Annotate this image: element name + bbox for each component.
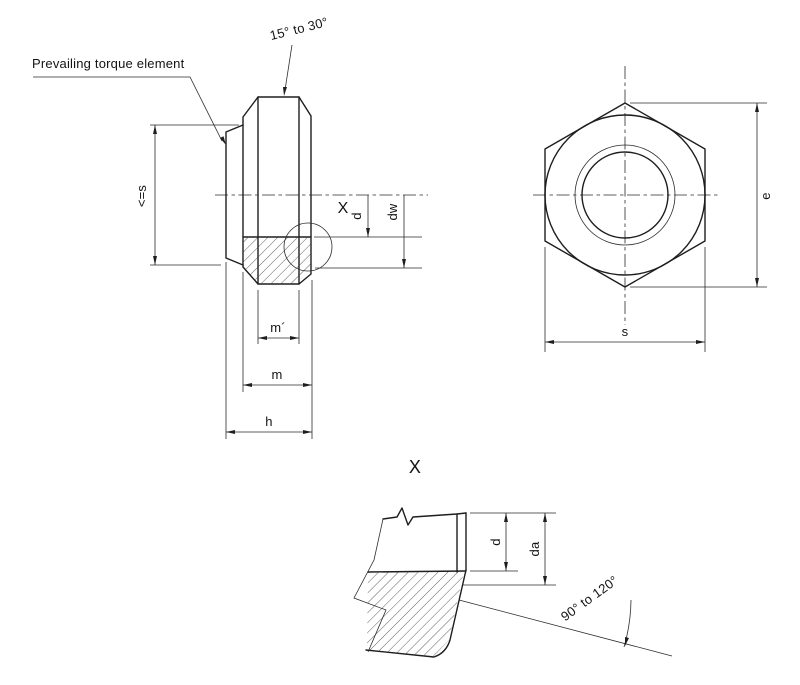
- dim-e: e: [630, 102, 773, 288]
- dim-d-label: d: [349, 212, 364, 219]
- detail-dim-d: d: [470, 512, 556, 572]
- detail-break-line: [353, 518, 387, 653]
- dim-h-arrow-left: [226, 430, 235, 434]
- dim-m-lines: [242, 272, 313, 439]
- prevailing-torque-label: Prevailing torque element: [32, 56, 185, 71]
- detail-bore-walls: [456, 512, 467, 573]
- dim-h-lines: [225, 262, 312, 439]
- dim-s-label: s: [622, 324, 629, 339]
- front-view-centerlines: [533, 66, 718, 325]
- dim-m-eff-arrow-right: [290, 336, 299, 340]
- dim-dw-lines: [315, 195, 422, 269]
- dim-m-label: m: [271, 367, 282, 382]
- dim-e-label: e: [758, 192, 773, 199]
- dim-h-label: h: [265, 414, 272, 429]
- callout-prevailing-torque: Prevailing torque element: [32, 56, 226, 145]
- detail-dim-da-label: da: [527, 541, 542, 556]
- dim-h: h: [225, 262, 312, 439]
- dim-m: m: [242, 272, 313, 439]
- thread-major-circle: [574, 144, 676, 246]
- prevailing-leader-arrow: [220, 136, 226, 145]
- chamfer-leader-arrow: [283, 87, 287, 96]
- detail-section-hatch: [367, 571, 464, 656]
- front-view: e s: [533, 66, 773, 352]
- detail-step-line: [367, 570, 467, 573]
- prevailing-leader-line: [33, 76, 223, 142]
- detail-dim-da: da: [463, 513, 556, 586]
- dim-s-max-arrow-top: [153, 125, 157, 134]
- dim-e-arrow-bottom: [755, 278, 759, 287]
- dim-s-arrow-left: [545, 340, 554, 344]
- detail-dim-da-arrow-bottom: [543, 576, 547, 585]
- dim-m-eff-arrow-left: [258, 336, 267, 340]
- detail-title-label: X: [409, 457, 421, 477]
- detail-dim-da-arrow-top: [543, 513, 547, 522]
- dim-dw-arrow: [402, 259, 406, 268]
- dim-s-lines: [544, 247, 706, 352]
- dim-s-max: <=s: [134, 124, 239, 266]
- dim-e-lines: [630, 102, 767, 288]
- detail-dim-d-arrow-bottom: [504, 562, 508, 571]
- angle-arc: [623, 599, 632, 648]
- section-hatch: [243, 237, 311, 284]
- detail-marker-circle: [283, 222, 333, 272]
- dim-s-arrow-right: [696, 340, 705, 344]
- dim-m-arrow-left: [243, 383, 252, 387]
- detail-ref-label: X: [338, 200, 349, 217]
- prevailing-cap-outline: [225, 124, 244, 266]
- dim-h-arrow-right: [303, 430, 312, 434]
- dim-s-max-label: <=s: [134, 185, 149, 208]
- side-view: X Prevailing torque element 15° to 30° <…: [32, 14, 428, 439]
- dim-m-eff-label: m´: [270, 320, 286, 335]
- hex-outline: [544, 102, 706, 288]
- dim-m-eff: m´: [257, 290, 300, 344]
- dim-e-arrow-top: [755, 103, 759, 112]
- dim-dw-label: dw: [385, 203, 400, 220]
- dim-s: s: [544, 247, 706, 352]
- chamfer-leader-line: [284, 44, 293, 91]
- dim-m-arrow-right: [303, 383, 312, 387]
- angle-construction-line: [458, 599, 673, 657]
- detail-chamfer-edge: [365, 569, 467, 658]
- chamfer-circle: [544, 114, 706, 276]
- thread-bore-circle: [581, 151, 669, 239]
- dim-dw: dw: [315, 195, 422, 269]
- detail-dim-d-label: d: [488, 538, 503, 545]
- dim-d-arrow: [366, 228, 370, 237]
- detail-dim-da-lines: [463, 513, 556, 586]
- dim-s-max-arrow-bottom: [153, 256, 157, 265]
- dim-s-max-lines: [150, 124, 239, 266]
- angle-arc-arrow: [625, 637, 629, 646]
- detail-dim-d-lines: [470, 512, 556, 572]
- detail-dim-d-arrow-top: [504, 513, 508, 522]
